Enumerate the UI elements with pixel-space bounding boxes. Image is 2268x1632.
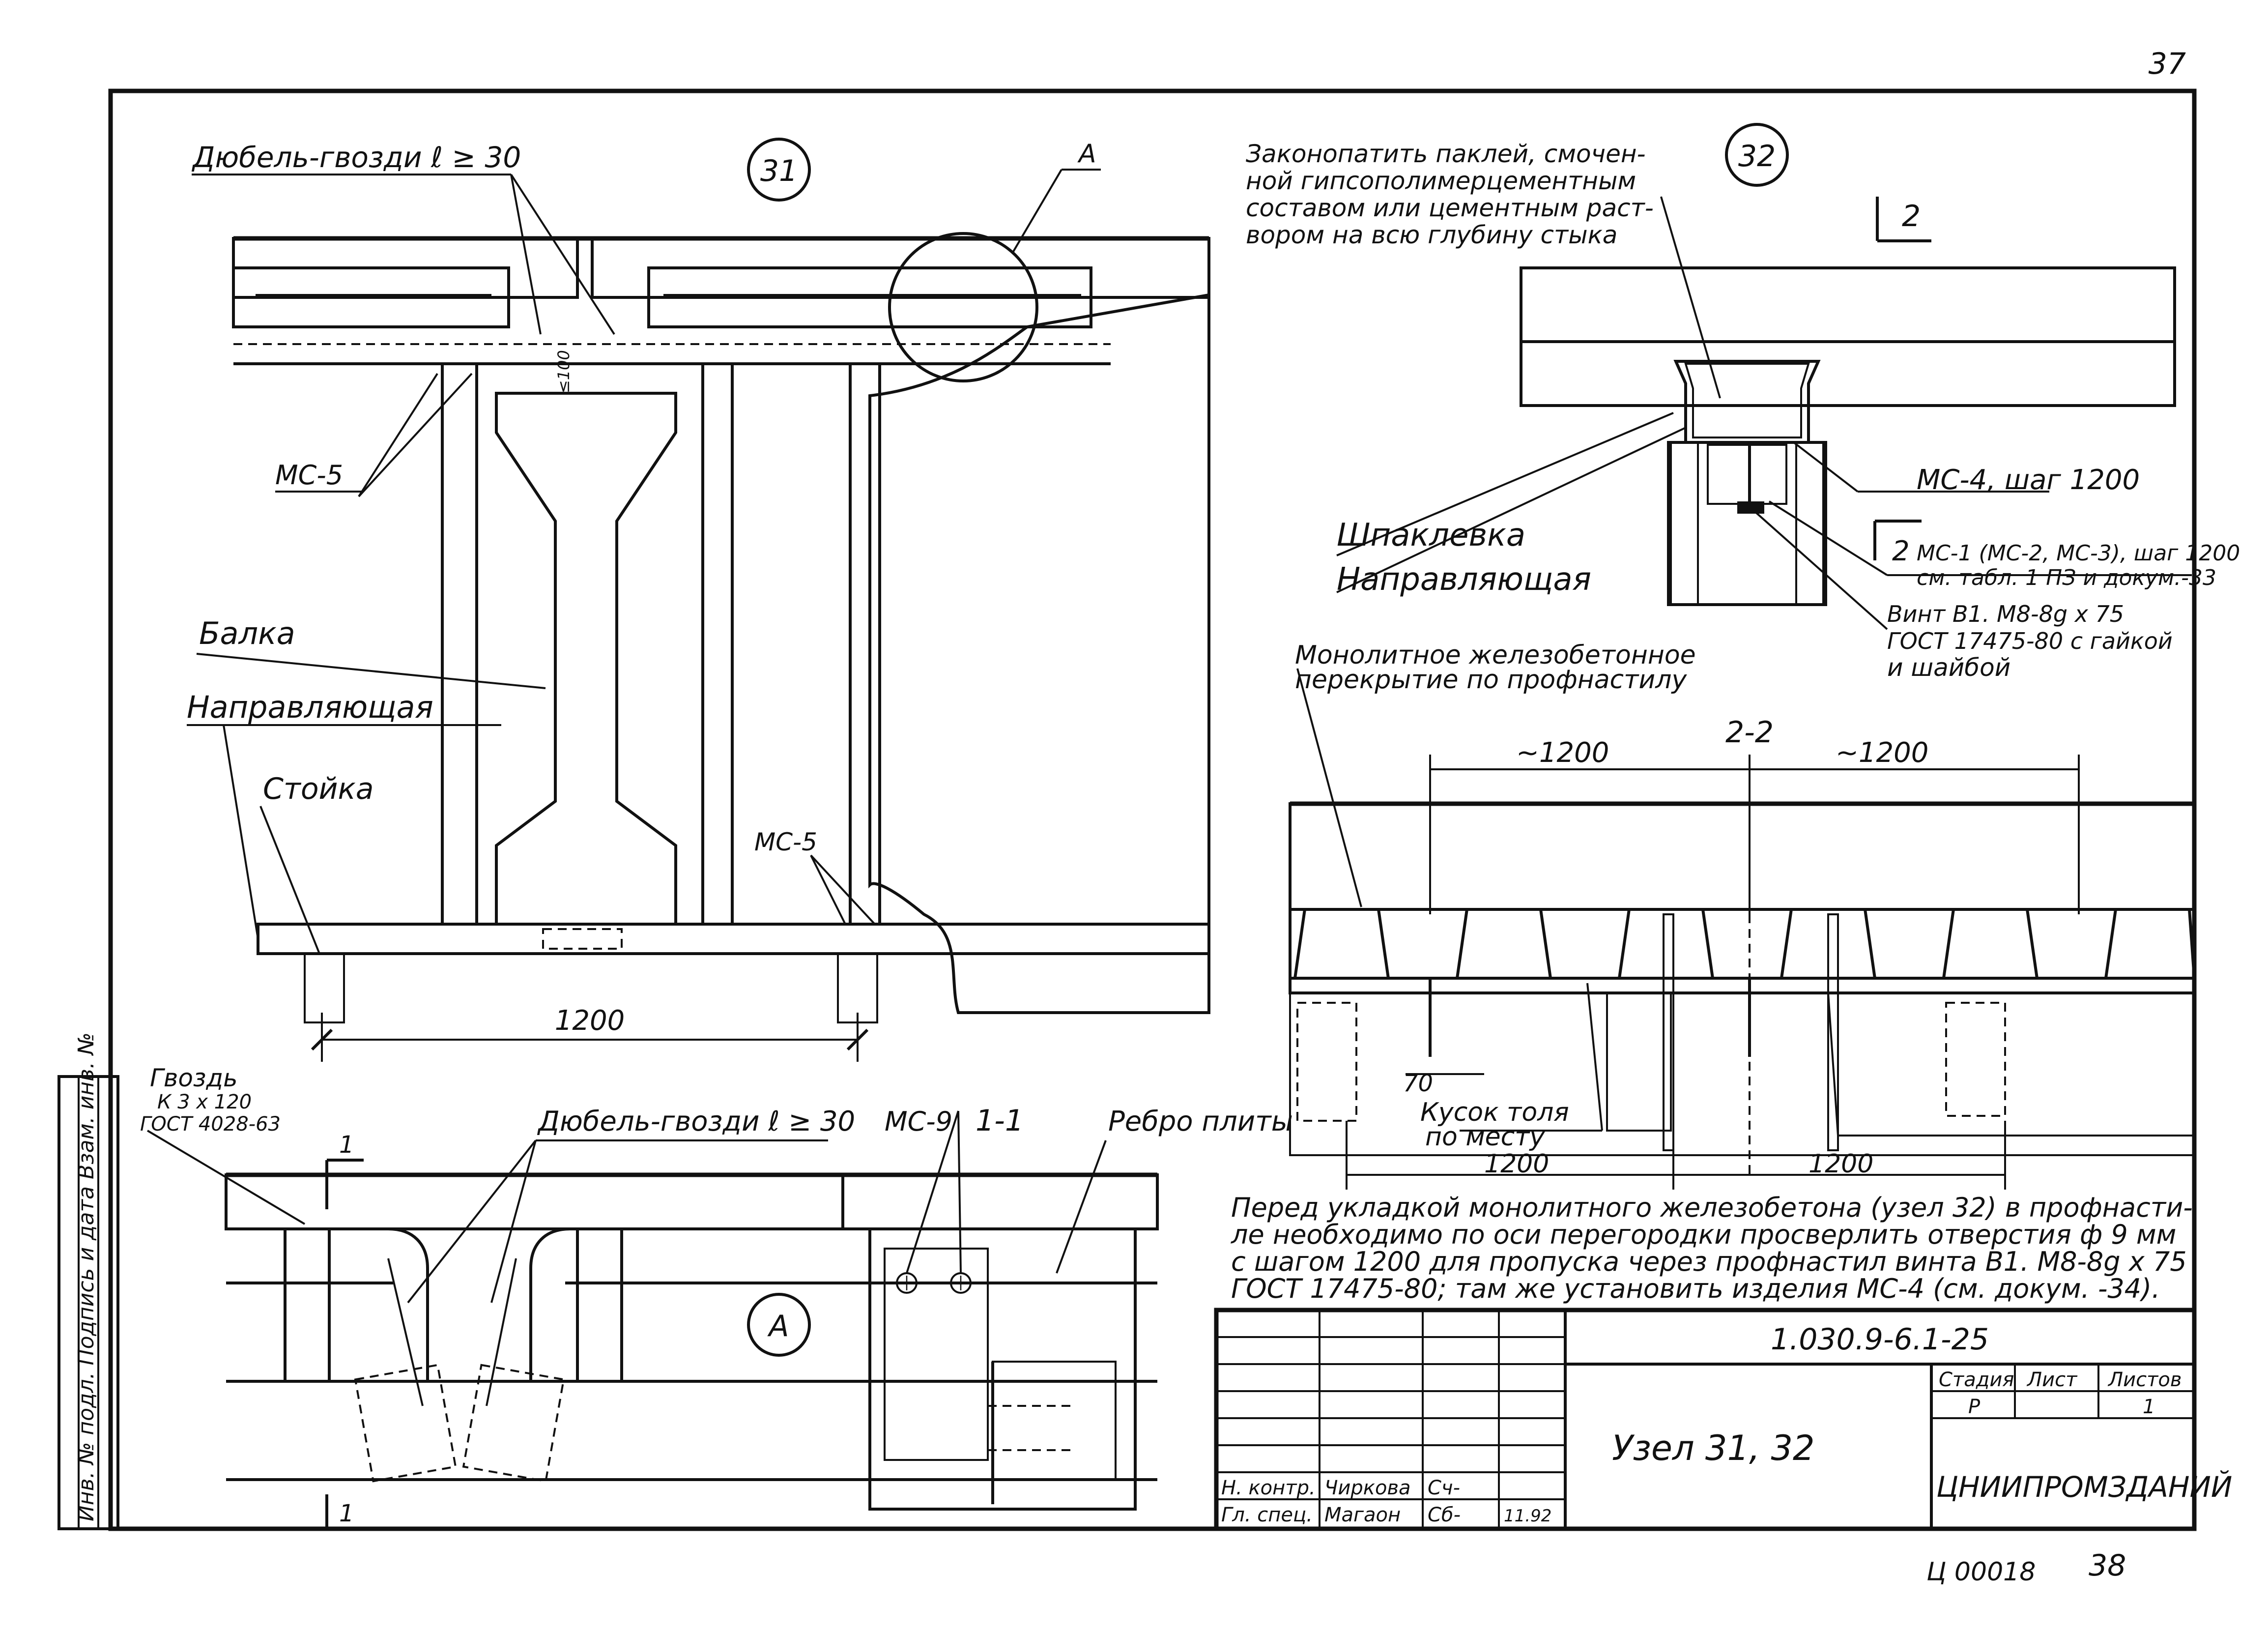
node-32-drawing bbox=[1336, 123, 2192, 630]
monolithic-slab bbox=[1289, 802, 2196, 911]
detail-a-title-circle bbox=[747, 1293, 811, 1357]
drawing-title: Узел 31, 32 bbox=[1612, 1428, 1815, 1468]
row1-role: Н. контр. bbox=[1221, 1477, 1316, 1499]
ms9-label: МС-9 bbox=[885, 1106, 952, 1137]
bottom-number: 38 bbox=[2089, 1548, 2126, 1583]
bottom-code: Ц 00018 bbox=[1926, 1557, 2036, 1587]
ms4-label: МС-4, шаг 1200 bbox=[1917, 464, 2140, 496]
section-mark-2-bottom: 2 bbox=[1892, 535, 1910, 567]
adjoining-panel bbox=[868, 293, 1210, 1014]
nail-label-line-2: К 3 x 120 bbox=[157, 1091, 252, 1113]
sheet-value: 1 bbox=[2143, 1396, 2155, 1418]
dim-right-1200: ~1200 bbox=[1836, 737, 1928, 769]
row2-name: Магаон bbox=[1324, 1504, 1401, 1526]
caulk-note-line-2: ной гипсополимерцементным bbox=[1246, 167, 1636, 195]
doc-code: 1.030.9-6.1-25 bbox=[1771, 1322, 1989, 1357]
note-line-4: ГОСТ 17475-80; там же установить изделия… bbox=[1231, 1273, 2160, 1304]
slab-label-line-2: перекрытие по профнастилу bbox=[1295, 665, 1687, 695]
nail-label-line-1: Гвоздь bbox=[150, 1064, 238, 1092]
ms1-label-line-2: см. табл. 1 ПЗ и докум.-33 bbox=[1917, 565, 2216, 590]
node-32-number: 32 bbox=[1738, 139, 1776, 174]
dim-bottom-left: 1200 bbox=[1484, 1149, 1549, 1179]
node-31-circle bbox=[747, 138, 811, 202]
side-stamp-text: Инв. № подл. Подпись и дата Взам. инв. № bbox=[74, 1032, 99, 1521]
detail-a-title: А bbox=[767, 1309, 789, 1343]
gap-label: ≤100 bbox=[554, 350, 573, 393]
stud-1 bbox=[441, 362, 478, 926]
sheet-header: Лист bbox=[2026, 1369, 2078, 1391]
nail-label-line-3: ГОСТ 4028-63 bbox=[140, 1113, 281, 1136]
detail-a-drawing bbox=[146, 1130, 1159, 1530]
section-2-2-title: 2-2 bbox=[1725, 715, 1774, 750]
row2-sign: Сб- bbox=[1428, 1504, 1461, 1526]
row1-sign: Сч- bbox=[1428, 1477, 1460, 1499]
section-1-1-title: 1-1 bbox=[976, 1104, 1024, 1138]
ms1-label-line-1: МС-1 (МС-2, МС-3), шаг 1200 bbox=[1917, 541, 2240, 566]
stage-value: Р bbox=[1968, 1396, 1981, 1418]
note-line-3: с шагом 1200 для пропуска через профнаст… bbox=[1231, 1246, 2187, 1277]
bottom-guide bbox=[257, 923, 1210, 955]
beam-section bbox=[495, 392, 677, 926]
row2-date: 11.92 bbox=[1504, 1506, 1551, 1526]
felt-label-line-2: по месту bbox=[1425, 1122, 1545, 1152]
node-32-circle bbox=[1725, 123, 1789, 187]
dim-1200-node31: 1200 bbox=[555, 1005, 625, 1037]
title-block bbox=[1214, 1308, 2197, 1531]
section-mark-2-top: 2 bbox=[1902, 199, 1921, 233]
row2-role: Гл. спец. bbox=[1221, 1504, 1313, 1526]
dim-left-1200: ~1200 bbox=[1516, 737, 1609, 769]
screw-label-line-2: ГОСТ 17475-80 с гайкой bbox=[1887, 628, 2173, 654]
dim-70: 70 bbox=[1403, 1070, 1433, 1097]
caulk-note-line-4: вором на всю глубину стыка bbox=[1246, 221, 1617, 249]
dowel-label-a: Дюбель-гвозди ℓ ≥ 30 bbox=[537, 1106, 855, 1137]
ms5-label-bottom: МС-5 bbox=[754, 828, 817, 856]
node-31-drawing bbox=[187, 138, 1210, 1062]
stud-2 bbox=[701, 362, 734, 926]
section-2-2-drawing bbox=[1289, 668, 2196, 1190]
page-number: 37 bbox=[2149, 47, 2186, 81]
rib-label: Ребро плиты bbox=[1108, 1106, 1293, 1137]
detail-a-marker: А bbox=[1077, 139, 1096, 169]
sheets-header: Листов bbox=[2107, 1369, 2182, 1391]
note-line-1: Перед укладкой монолитного железобетона … bbox=[1231, 1192, 2193, 1223]
stud-label: Стойка bbox=[263, 772, 374, 806]
felt-label-line-1: Кусок толя bbox=[1420, 1098, 1569, 1127]
caulk-note-line-1: Законопатить паклей, смочен- bbox=[1246, 140, 1646, 168]
screw-label-line-1: Винт В1. М8-8g x 75 bbox=[1887, 601, 2124, 627]
screw-label-line-3: и шайбой bbox=[1887, 653, 2010, 682]
node-31-number: 31 bbox=[760, 154, 798, 188]
slab-label-line-1: Монолитное железобетонное bbox=[1295, 641, 1696, 670]
guide-label-31: Направляющая bbox=[187, 689, 433, 725]
organization: ЦНИИПРОМЗДАНИЙ bbox=[1936, 1470, 2232, 1504]
detail-a-circle bbox=[888, 232, 1038, 382]
stage-header: Стадия bbox=[1939, 1369, 2014, 1391]
sheet-frame bbox=[57, 88, 2197, 1531]
row1-name: Чиркова bbox=[1324, 1477, 1411, 1499]
beam-label: Балка bbox=[199, 615, 295, 651]
profiled-sheet-ribs bbox=[1293, 908, 2196, 980]
cut-mark-1-top: 1 bbox=[339, 1131, 354, 1159]
note-line-2: ле необходимо по оси перегородки просвер… bbox=[1231, 1219, 2176, 1250]
cut-mark-1-bottom: 1 bbox=[339, 1500, 354, 1527]
dim-bottom-right: 1200 bbox=[1809, 1149, 1873, 1179]
putty-label: Шпаклевка bbox=[1337, 517, 1525, 554]
dowel-label-31: Дюбель-гвозди ℓ ≥ 30 bbox=[191, 141, 521, 174]
section-1-1-drawing bbox=[841, 1110, 1159, 1511]
stud-3 bbox=[849, 362, 881, 926]
caulk-fill bbox=[1684, 363, 1810, 438]
caulk-note-line-3: составом или цементным раст- bbox=[1246, 194, 1654, 222]
side-stamp-box bbox=[57, 1075, 119, 1530]
guide-label-32: Направляющая bbox=[1337, 561, 1591, 598]
ms5-label-top: МС-5 bbox=[275, 460, 343, 491]
